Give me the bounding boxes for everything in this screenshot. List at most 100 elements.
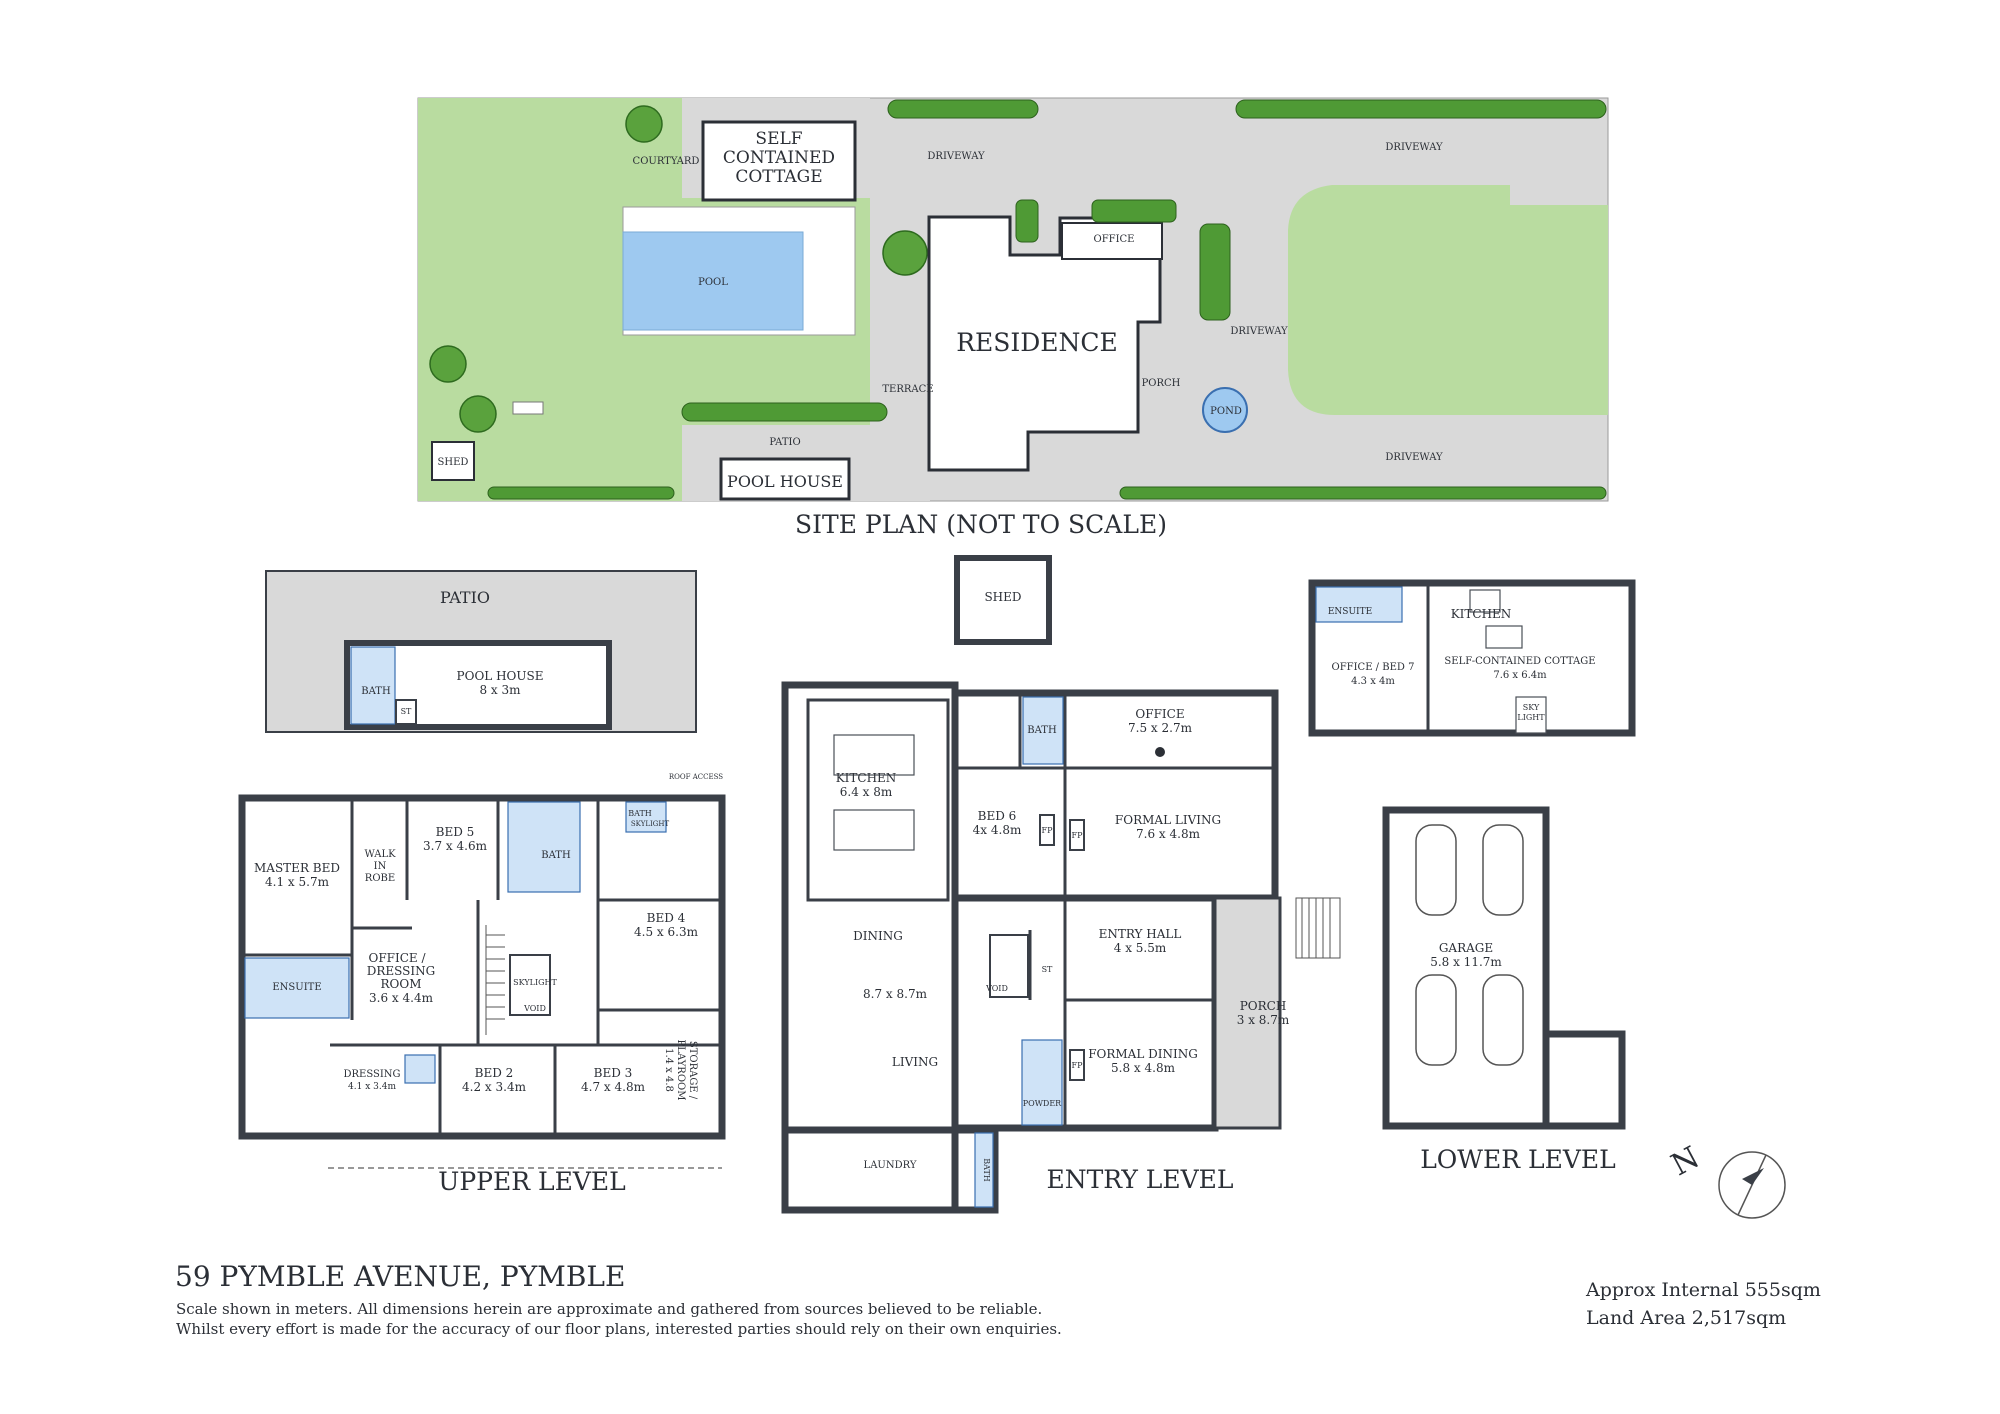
label-garage-size: 5.8 x 11.7m [1430,955,1502,969]
label-driveway-2: DRIVEWAY [1385,142,1443,153]
label-storage-size: 1.4 x 4.8 [663,1048,674,1092]
tree-icon [625,105,663,143]
label-courtyard: COURTYARD [633,156,700,167]
label-ensuite: ENSUITE [272,982,321,993]
site-lawn-right [1288,185,1608,415]
site-pool-house [719,457,851,501]
hedge [681,402,888,422]
label-pool-house-st: ST [401,707,412,716]
label-upper-bath2: BATH [628,809,652,818]
hedge [487,486,675,500]
office-marker [1155,747,1165,757]
site-office [1061,222,1163,260]
label-entry-void: VOID [985,984,1008,993]
label-office-size: 3.6 x 4.4m [369,991,434,1005]
entry-level-title: ENTRY LEVEL [1046,1165,1233,1194]
site-residence [927,215,1162,472]
label-wir-1: WALK [364,849,396,860]
label-office-3: ROOM [381,977,422,991]
label-porch-size: 3 x 8.7m [1237,1013,1290,1027]
entry-laundry-block [781,1126,999,1214]
entry-level-plan: KITCHEN 6.4 x 8m BATH OFFICE 7.5 x 2.7m … [781,681,1341,1214]
label-office: OFFICE [1135,707,1184,721]
label-bed5: BED 5 [436,825,475,839]
hedge [1091,199,1177,223]
label-cottage-line3: COTTAGE [735,167,822,187]
label-bed2: BED 2 [475,1066,514,1080]
kitchen-bench [833,809,915,851]
label-pool: POOL [698,277,728,288]
label-bed3: BED 3 [594,1066,633,1080]
cottage-plan: ENSUITE KITCHEN OFFICE / BED 7 4.3 x 4m … [1308,579,1636,737]
cottage-outline [1308,579,1636,737]
entry-void [989,934,1029,998]
label-fp-1: FP [1042,826,1054,835]
label-bed4-size: 4.5 x 6.3m [634,925,699,939]
compass-icon: N [1666,1140,1786,1219]
upper-outline [238,794,726,1140]
label-terrace: TERRACE [882,384,933,395]
entry-east-block [951,689,1279,902]
garage-outline [1382,806,1550,1130]
upper-dressing-bath [404,1054,436,1084]
cottage-kitchen-bench [1469,589,1501,613]
label-storage-1: STORAGE / [687,1041,698,1100]
site-shed [431,441,475,481]
cottage-ensuite [1315,586,1403,623]
hedge [1015,199,1039,243]
entry-fp-3 [1069,1049,1085,1081]
label-garage: GARAGE [1439,941,1493,955]
entry-powder [1021,1039,1063,1126]
entry-fp-1 [1039,814,1055,846]
label-cottage-line2: CONTAINED [723,148,835,168]
label-bed2-size: 4.2 x 3.4m [462,1080,527,1094]
label-driveway-1: DRIVEWAY [927,151,985,162]
label-pool-house-size: 8 x 3m [479,683,521,697]
label-entry-st: ST [1042,965,1053,974]
entry-steps [1295,897,1341,959]
label-site-shed: SHED [438,457,469,468]
label-master-bed-size: 4.1 x 5.7m [265,875,330,889]
hedge [1235,99,1607,119]
label-dressing-size: 4.1 x 3.4m [348,1082,396,1092]
label-dining-size: 8.7 x 8.7m [863,987,928,1001]
pool-house-bath [350,646,396,725]
tree-icon [882,230,928,276]
label-entry-hall: ENTRY HALL [1099,927,1182,941]
site-pool [622,231,804,331]
label-office-1: OFFICE / [368,951,426,965]
site-bench [512,401,544,415]
car-icon [1415,824,1524,1066]
site-pond [1202,387,1248,433]
label-formal-dining: FORMAL DINING [1088,1047,1198,1061]
pool-house-plan: PATIO POOL HOUSE 8 x 3m BATH ST [265,570,697,733]
label-site-office: OFFICE [1094,234,1135,245]
site-plan-title: SITE PLAN (NOT TO SCALE) [795,510,1167,539]
compass-label: N [1666,1140,1706,1183]
disclaimer-line2: Whilst every effort is made for the accu… [176,1320,1062,1338]
label-fp-3: FP [1072,1061,1084,1070]
label-cottage-ensuite: ENSUITE [1328,607,1372,617]
label-cottage-line1: SELF [755,129,802,149]
entry-laundry-bath [974,1132,994,1208]
label-storage-2: PLAYROOM [675,1040,686,1101]
label-upper-void: VOID [523,1004,546,1013]
upper-level-plan: MASTER BED 4.1 x 5.7m WALK IN ROBE BED 5… [238,773,726,1196]
label-kitchen-size: 6.4 x 8m [840,785,893,799]
lower-level-plan: GARAGE 5.8 x 11.7m LOWER LEVEL [1382,806,1626,1174]
label-pool-house: POOL HOUSE [457,669,544,683]
pool-house-store [395,699,417,725]
label-cottage-room-size: 7.6 x 6.4m [1493,670,1547,681]
label-fp-2: FP [1072,831,1084,840]
cottage-island [1485,625,1523,649]
label-upper-skylight-2: SKYLIGHT [513,978,557,987]
label-bed6-size: 4x 4.8m [973,823,1022,837]
internal-area: Approx Internal 555sqm [1585,1279,1821,1301]
upper-bath2 [625,801,667,833]
upper-void [509,954,551,1016]
label-kitchen: KITCHEN [836,771,897,785]
upper-bath [507,801,581,893]
label-upper-bath: BATH [541,850,571,861]
label-pool-house-bath: BATH [361,686,391,697]
hedge [887,99,1039,119]
